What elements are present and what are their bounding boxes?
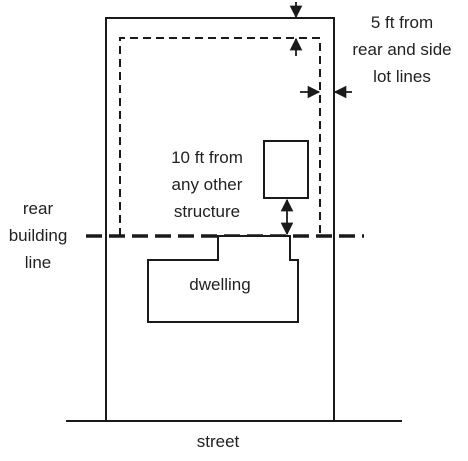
svg-text:building: building (9, 226, 68, 245)
svg-text:lot lines: lot lines (373, 67, 431, 86)
svg-text:5 ft from: 5 ft from (371, 13, 433, 32)
svg-text:structure: structure (174, 202, 240, 221)
buildable-area-boundary (119, 37, 321, 236)
street-label: street (197, 432, 240, 451)
spacing-label: 10 ft from any other structure (171, 148, 243, 221)
accessory-structure (263, 140, 309, 199)
svg-text:rear and side: rear and side (352, 40, 451, 59)
svg-text:any other: any other (172, 175, 243, 194)
dwelling-label: dwelling (189, 275, 250, 294)
setback-label: 5 ft from rear and side lot lines (352, 13, 451, 86)
dwelling-outline (147, 235, 299, 323)
svg-text:rear: rear (23, 199, 54, 218)
rear-building-line-label: rear building line (9, 199, 68, 272)
svg-text:10 ft from: 10 ft from (171, 148, 243, 167)
lot-boundary (105, 17, 335, 420)
svg-text:line: line (25, 253, 51, 272)
